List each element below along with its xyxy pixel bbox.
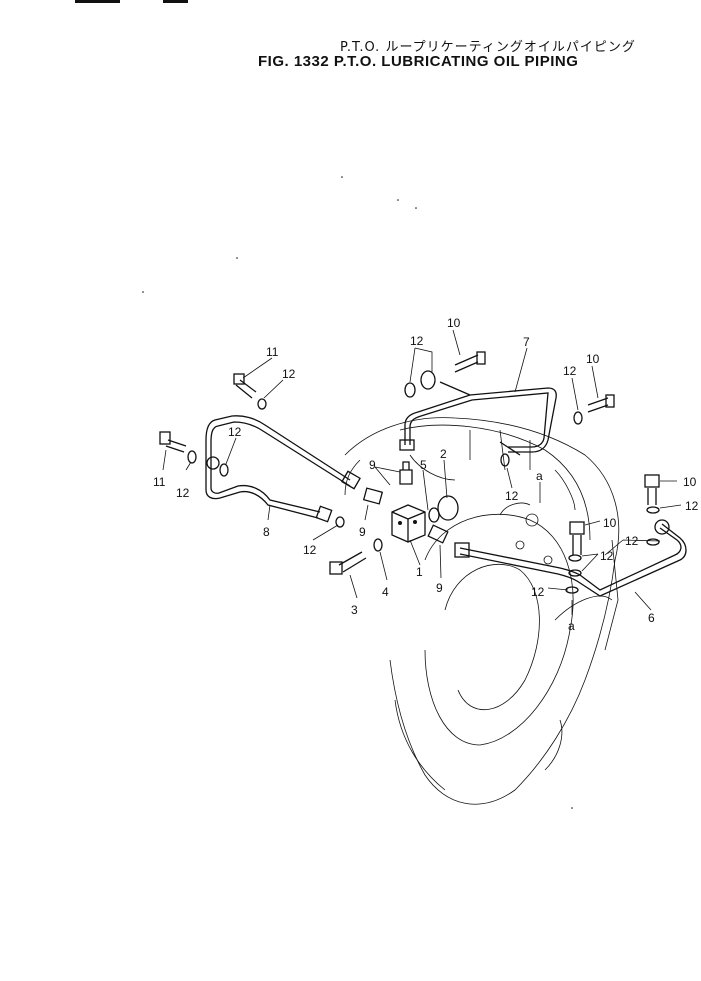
callout-9: 9 <box>436 581 443 595</box>
callout-12: 12 <box>176 486 190 500</box>
callout-12: 12 <box>410 334 424 348</box>
callout-labels: 10 12 7 10 12 11 12 12 11 12 8 12 9 5 2 … <box>153 316 699 633</box>
callout-12: 12 <box>505 489 519 503</box>
callout-6: 6 <box>648 611 655 625</box>
callout-10: 10 <box>586 352 600 366</box>
callout-12: 12 <box>303 543 317 557</box>
pipe-6 <box>454 519 687 597</box>
top-border-left <box>75 0 120 3</box>
callout-7: 7 <box>523 335 530 349</box>
callout-12: 12 <box>282 367 296 381</box>
callout-12: 12 <box>625 534 639 548</box>
title-japanese: P.T.O. ループリケーティングオイルパイピング <box>340 40 636 55</box>
callout-12: 12 <box>228 425 242 439</box>
callout-12: 12 <box>563 364 577 378</box>
callout-11: 11 <box>153 475 166 489</box>
leader-lines <box>162 329 682 615</box>
callout-10: 10 <box>447 316 461 330</box>
transmission-housing <box>344 417 620 805</box>
callout-10: 10 <box>603 516 617 530</box>
bolts <box>159 351 660 575</box>
callout-4: 4 <box>382 585 389 599</box>
figure-title: FIG. 1332 P.T.O. LUBRICATING OIL PIPING <box>258 53 579 70</box>
callout-12: 12 <box>531 585 545 599</box>
fittings <box>362 461 459 552</box>
top-border-right <box>163 0 188 3</box>
distribution-block <box>391 504 426 543</box>
callout-9: 9 <box>359 525 366 539</box>
callout-2: 2 <box>440 447 447 461</box>
callout-5: 5 <box>420 458 427 472</box>
scan-specks <box>142 176 573 809</box>
callout-11: 11 <box>266 345 279 359</box>
pipe-8 <box>205 415 361 523</box>
callout-10: 10 <box>683 475 697 489</box>
pipe-7 <box>399 381 557 456</box>
callout-9: 9 <box>369 458 376 472</box>
callout-8: 8 <box>263 525 270 539</box>
callout-1: 1 <box>416 565 423 579</box>
callout-a-bottom: a <box>568 619 575 633</box>
callout-3: 3 <box>351 603 358 617</box>
callout-12: 12 <box>685 499 699 513</box>
callout-a-top: a <box>536 469 543 483</box>
callout-12: 12 <box>600 549 614 563</box>
